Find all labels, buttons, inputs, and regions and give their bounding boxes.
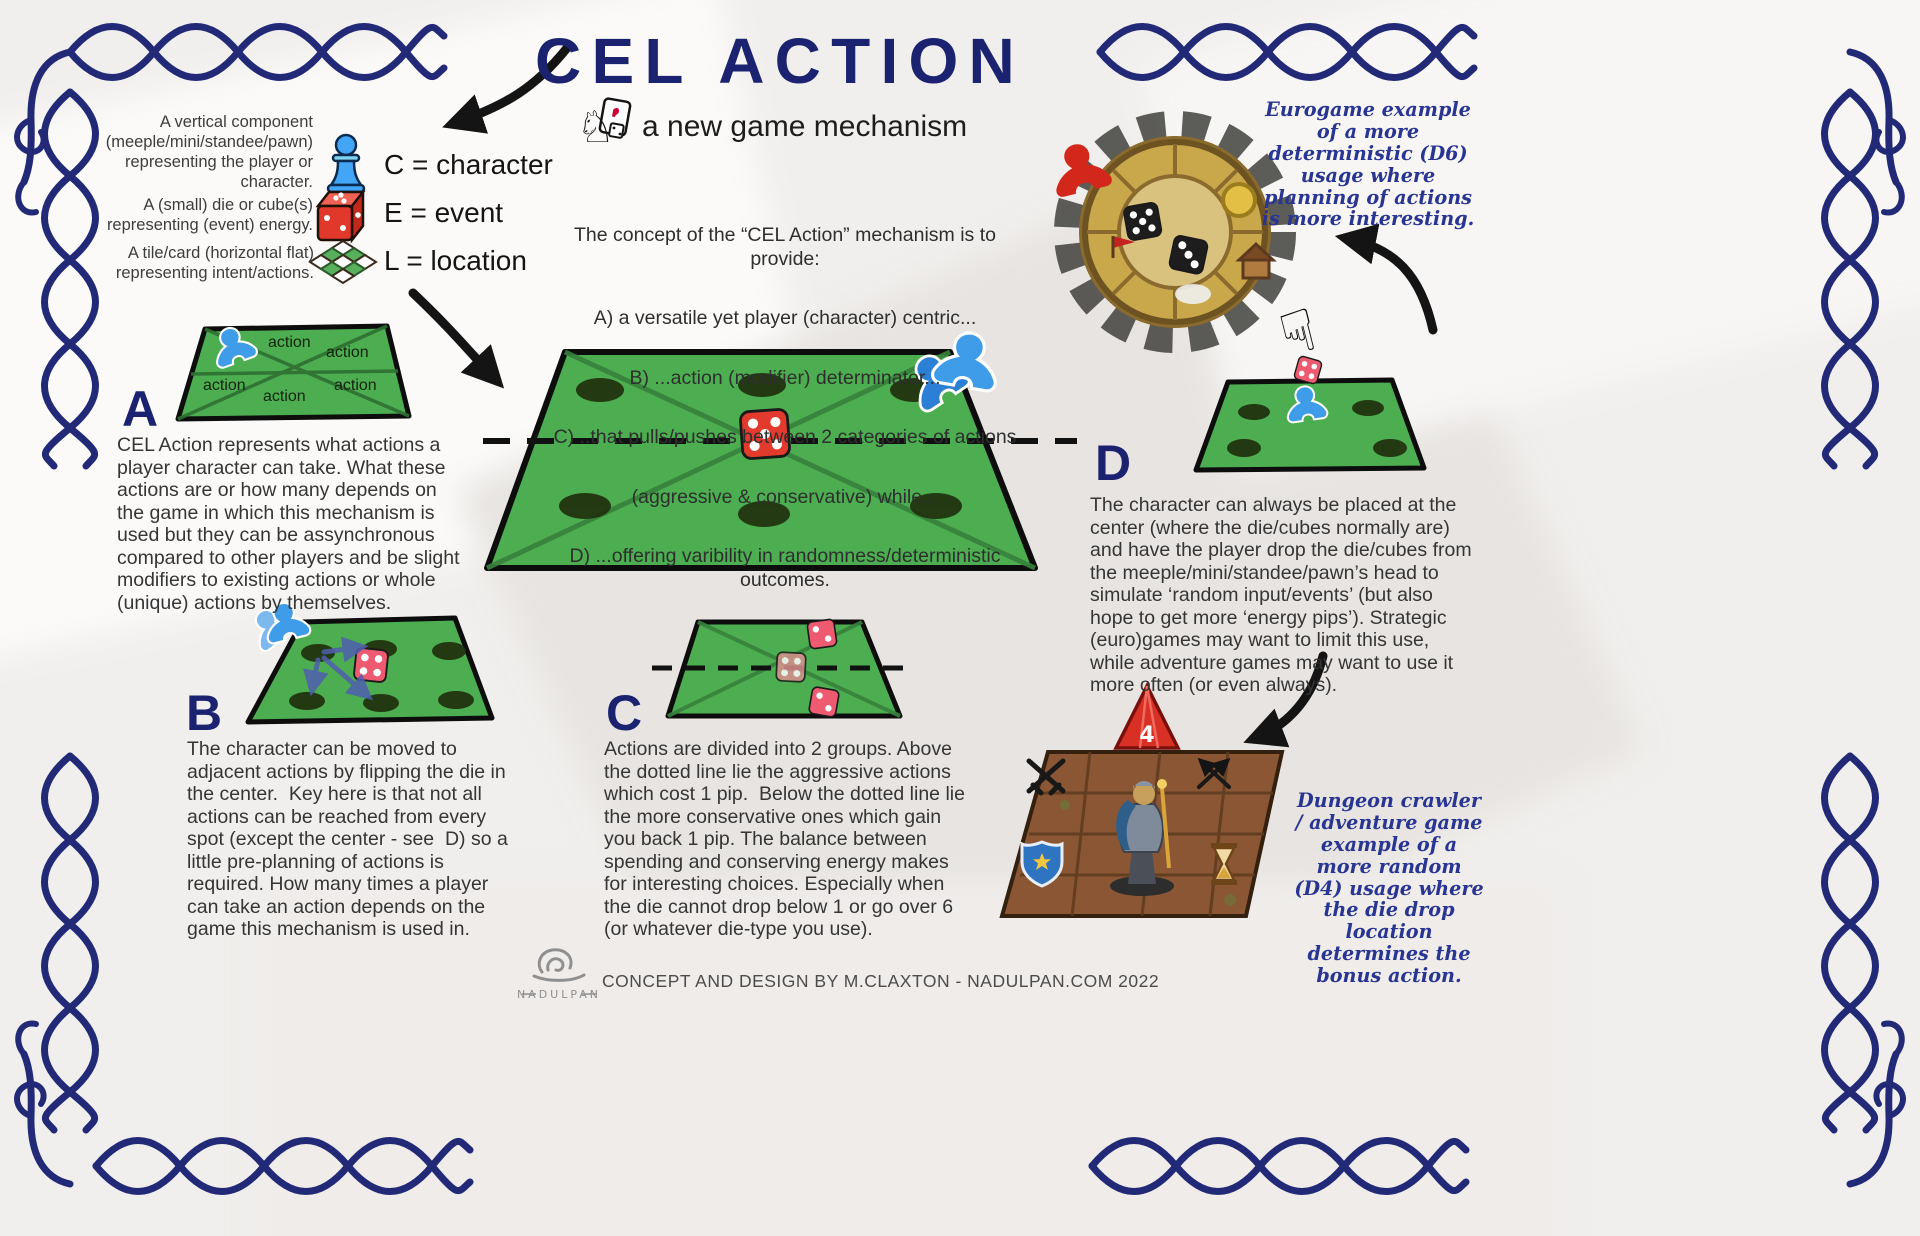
board-c	[652, 618, 908, 719]
board-a	[175, 323, 412, 422]
board-c-die-bottom	[807, 685, 841, 719]
concept-line: (aggressive & conservative) while...	[631, 485, 939, 508]
legend-label-event: E = event	[384, 197, 504, 228]
arrow-legend-to-board	[408, 288, 505, 389]
hourglass-icon	[1211, 843, 1237, 885]
section-d-text: The character can always be placed at th…	[1090, 494, 1472, 697]
arrow-title-to-legend	[442, 43, 572, 134]
flow-arrows	[408, 43, 1438, 748]
eurogame-note: Eurogame example of a more deterministic…	[1261, 98, 1479, 231]
section-letter-a: A	[122, 381, 159, 437]
concept-line: The concept of the “CEL Action” mechanis…	[574, 224, 1002, 270]
section-letter-d: D	[1095, 435, 1132, 491]
subtitle: a new game mechanism	[642, 110, 968, 143]
section-a-text: CEL Action represents what actions a pla…	[117, 434, 465, 614]
arrow-to-dungeon	[1243, 651, 1328, 748]
action-label: action	[268, 334, 311, 351]
page-title: CEL ACTION	[535, 25, 1025, 97]
background-blur-shape	[260, 880, 1560, 1236]
tiles-icon	[308, 239, 378, 285]
action-spots	[559, 373, 962, 527]
hand-drop-icon: ☟	[1273, 295, 1324, 370]
logo-text: NADULPAN	[517, 988, 601, 1001]
action-label: action	[334, 377, 377, 394]
board-b-die	[352, 646, 390, 684]
shield-icon	[1020, 840, 1064, 888]
section-c-text: Actions are divided into 2 groups. Above…	[604, 738, 971, 941]
crossed-swords-icon	[1026, 758, 1066, 796]
arrow-to-eurogame	[1334, 223, 1438, 335]
legend-desc-location: A tile/card (horizontal flat) representi…	[115, 244, 314, 283]
knight-cards-icon: ♘	[576, 97, 632, 153]
action-label: action	[203, 377, 246, 394]
concept-block: The concept of the “CEL Action” mechanis…	[545, 188, 1025, 628]
section-b-text: The character can be moved to adjacent a…	[187, 738, 514, 941]
knight-miniature	[1110, 779, 1174, 896]
legend-desc-character: A vertical component (meeple/mini/stande…	[105, 113, 313, 192]
action-label: action	[326, 344, 369, 361]
pawn-icon	[326, 133, 366, 194]
d4-die: 4	[1113, 682, 1181, 750]
legend-label-location: L = location	[384, 245, 527, 276]
concept-line: C) ..that pulls/pushes between 2 categor…	[553, 426, 1017, 448]
board-b	[245, 599, 495, 725]
d4-die-number: 4	[1139, 723, 1154, 748]
nadulpan-logo: NADULPAN	[517, 948, 601, 1001]
dungeon-note: Dungeon crawler / adventure game example…	[1294, 789, 1484, 988]
concept-line: A) a versatile yet player (character) ce…	[593, 307, 977, 329]
die-icon	[315, 188, 366, 244]
credit-text: CONCEPT AND DESIGN BY M.CLAXTON - NADULP…	[602, 971, 1160, 991]
eurogame-board-image	[1046, 111, 1296, 353]
dungeon-tile-image: 4	[999, 682, 1285, 918]
concept-line: B) ...action (modifier) determinator...	[629, 366, 941, 389]
action-label: action	[263, 388, 306, 405]
concept-line: D) ...offering varibility in randomness/…	[569, 545, 1006, 591]
board-d: ☟	[1193, 295, 1427, 473]
board-center	[483, 330, 1077, 571]
legend-label-character: C = character	[384, 149, 553, 180]
movement-arrows	[303, 636, 373, 701]
section-letter-b: B	[186, 685, 223, 741]
legend-desc-event: A (small) die or cube(s) representing (e…	[106, 196, 313, 235]
section-letter-c: C	[606, 685, 643, 741]
board-c-die-center	[775, 651, 807, 683]
svg-text:♘: ♘	[576, 102, 615, 153]
crossed-arrows-icon	[1197, 757, 1231, 789]
